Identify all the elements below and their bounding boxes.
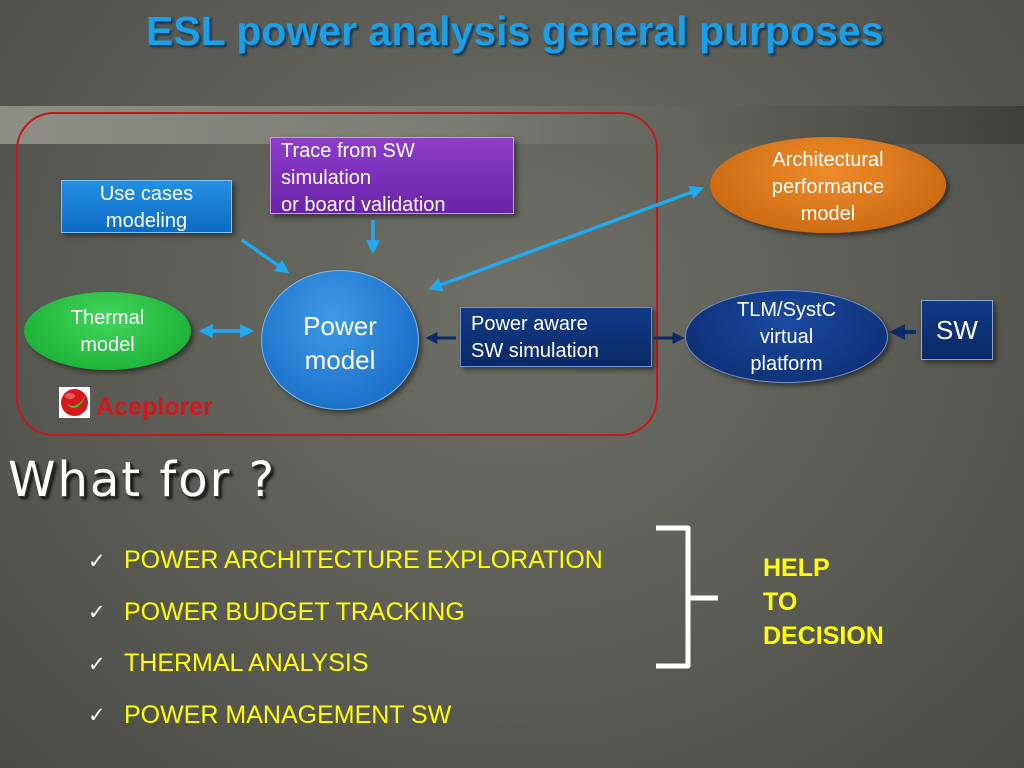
power-line-2: model [304,345,376,375]
decision-line-3: DECISION [763,622,884,650]
purpose-list: ✓ POWER ARCHITECTURE EXPLORATION ✓ POWER B… [88,535,603,741]
decision-brace [656,525,718,669]
tlm-platform-ellipse: TLM/SystC virtual platform [685,290,888,383]
list-item-text: THERMAL ANALYSIS [124,649,369,678]
decision-line-1: HELP [763,554,830,582]
list-item: ✓ POWER BUDGET TRACKING [88,587,603,639]
thermal-model-ellipse: Thermal model [24,292,191,370]
list-item: ✓ THERMAL ANALYSIS [88,638,603,690]
sw-box: SW [921,300,993,360]
power-aware-box: Power aware SW simulation [460,307,652,367]
arch-line-3: model [800,203,856,225]
decision-line-2: TO [763,588,798,616]
list-item: ✓ POWER MANAGEMENT SW [88,690,603,742]
trace-box: Trace from SW simulation or board valida… [270,137,514,216]
power-line-1: Power [303,311,377,341]
arrow-usecases-to-power [240,238,290,274]
aceplorer-brand: Aceplorer [96,393,213,421]
what-for-heading: What for ? [8,452,277,508]
check-icon: ✓ [88,548,106,573]
tlm-line-3: platform [750,353,823,375]
list-item: ✓ POWER ARCHITECTURE EXPLORATION [88,535,603,587]
aceplorer-logo-icon [59,387,90,418]
trace-line-2: simulation [281,167,372,189]
power-model-circle: Power model [261,270,419,410]
list-item-text: POWER MANAGEMENT SW [124,700,452,729]
use-cases-line-2: modeling [105,210,188,232]
trace-line-3: or board validation [281,194,446,216]
list-item-text: POWER BUDGET TRACKING [124,597,465,626]
aware-line-1: Power aware [471,313,588,335]
list-item-text: POWER ARCHITECTURE EXPLORATION [124,546,603,575]
check-icon: ✓ [88,703,106,728]
arch-line-1: Architectural [772,149,884,171]
help-to-decision: HELP TO DECISION [763,551,884,653]
use-cases-box: Use cases modeling [61,180,232,233]
thermal-line-2: model [80,334,135,356]
check-icon: ✓ [88,651,106,676]
aware-line-2: SW simulation [471,340,599,362]
architectural-model-ellipse: Architectural performance model [710,137,946,233]
thermal-line-1: Thermal [70,307,145,329]
trace-line-1: Trace from SW [281,140,415,162]
use-cases-line-1: Use cases [99,183,194,205]
arrow-power-architectural [428,185,704,292]
slide-title: ESL power analysis general purposes [146,8,884,54]
tlm-line-2: virtual [759,326,814,348]
tlm-line-1: TLM/SystC [737,299,836,321]
arch-line-2: performance [771,176,885,198]
check-icon: ✓ [88,600,106,625]
